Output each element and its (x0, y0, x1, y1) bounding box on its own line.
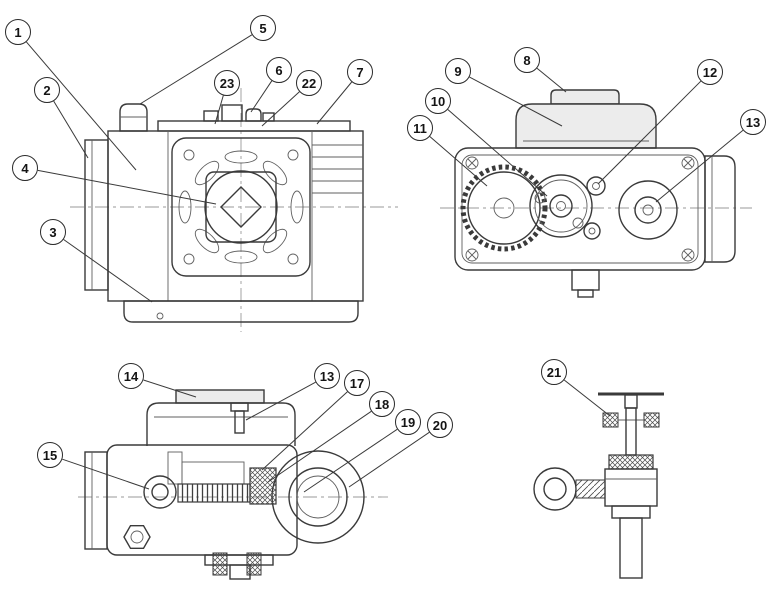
bottom-stub (571, 269, 600, 298)
cable-gland (119, 103, 148, 132)
callout-9: 9 (445, 58, 471, 84)
output-wheel (618, 180, 678, 240)
callout-12: 12 (697, 59, 723, 85)
leader-callout-13-side (245, 381, 316, 421)
upper-housing (146, 402, 296, 446)
leader-callout-19 (303, 428, 398, 493)
leader-callout-4 (37, 169, 217, 205)
wing-clamps (602, 412, 660, 428)
callout-7: 7 (347, 59, 373, 85)
leader-callout-17 (261, 391, 348, 471)
leader-callout-23 (214, 95, 224, 125)
bottom-mount (204, 552, 274, 580)
leader-callout-7 (316, 81, 353, 125)
hex-nut (123, 525, 151, 549)
leader-callout-20 (348, 431, 430, 488)
side-view (78, 389, 388, 580)
callout-20: 20 (427, 412, 453, 438)
callout-11: 11 (407, 115, 433, 141)
leader-callout-18 (267, 410, 372, 483)
drive-square (204, 170, 278, 244)
leader-callout-1 (26, 41, 137, 171)
mounting-flange (171, 137, 311, 277)
callout-10: 10 (425, 88, 451, 114)
lever-eye (533, 467, 577, 511)
leader-callout-13-rear (655, 129, 744, 203)
leader-callout-12 (597, 80, 702, 185)
leader-callout-2 (53, 100, 89, 159)
callout-13-rear: 13 (740, 109, 766, 135)
sight-eye (143, 475, 177, 509)
terminal-cap (550, 89, 620, 105)
leader-callout-8 (536, 67, 567, 93)
rear-internal-gear-view (440, 89, 752, 298)
callout-2: 2 (34, 77, 60, 103)
leader-lines (26, 34, 744, 493)
leader-callout-15 (62, 458, 150, 490)
drive-shaft (611, 505, 651, 579)
callout-13-side: 13 (314, 363, 340, 389)
callout-17: 17 (344, 370, 370, 396)
left-end-cap (84, 139, 109, 291)
leader-callout-14 (143, 379, 197, 398)
callout-8: 8 (514, 47, 540, 73)
callout-21: 21 (541, 359, 567, 385)
leader-callout-10 (447, 109, 548, 197)
callout-18: 18 (369, 391, 395, 417)
callout-4: 4 (12, 155, 38, 181)
leader-callout-6 (250, 80, 273, 113)
leader-callout-9 (469, 76, 563, 127)
callout-19: 19 (395, 409, 421, 435)
main-gear (460, 164, 548, 252)
callout-3: 3 (40, 219, 66, 245)
adjust-bolt (230, 402, 249, 434)
center-gear (529, 174, 593, 238)
callout-5: 5 (250, 15, 276, 41)
front-view (70, 88, 398, 332)
leader-callout-11 (429, 136, 488, 187)
callout-14: 14 (118, 363, 144, 389)
leader-callout-22 (261, 91, 300, 127)
right-end-cap (704, 155, 736, 263)
callout-15: 15 (37, 442, 63, 468)
manual-override-detail-view (533, 392, 664, 579)
leader-callout-3 (63, 239, 153, 303)
position-indicator-parts (203, 104, 275, 122)
leader-callout-21 (563, 379, 611, 417)
terminal-dome (515, 103, 657, 149)
leader-callout-5 (139, 34, 253, 105)
callout-6: 6 (266, 57, 292, 83)
callout-22: 22 (296, 70, 322, 96)
callout-23: 23 (214, 70, 240, 96)
base-plate (123, 300, 359, 323)
worm-shaft (177, 467, 277, 505)
pinion-gear (583, 176, 606, 240)
corner-screws (465, 156, 695, 262)
callout-1: 1 (5, 19, 31, 45)
